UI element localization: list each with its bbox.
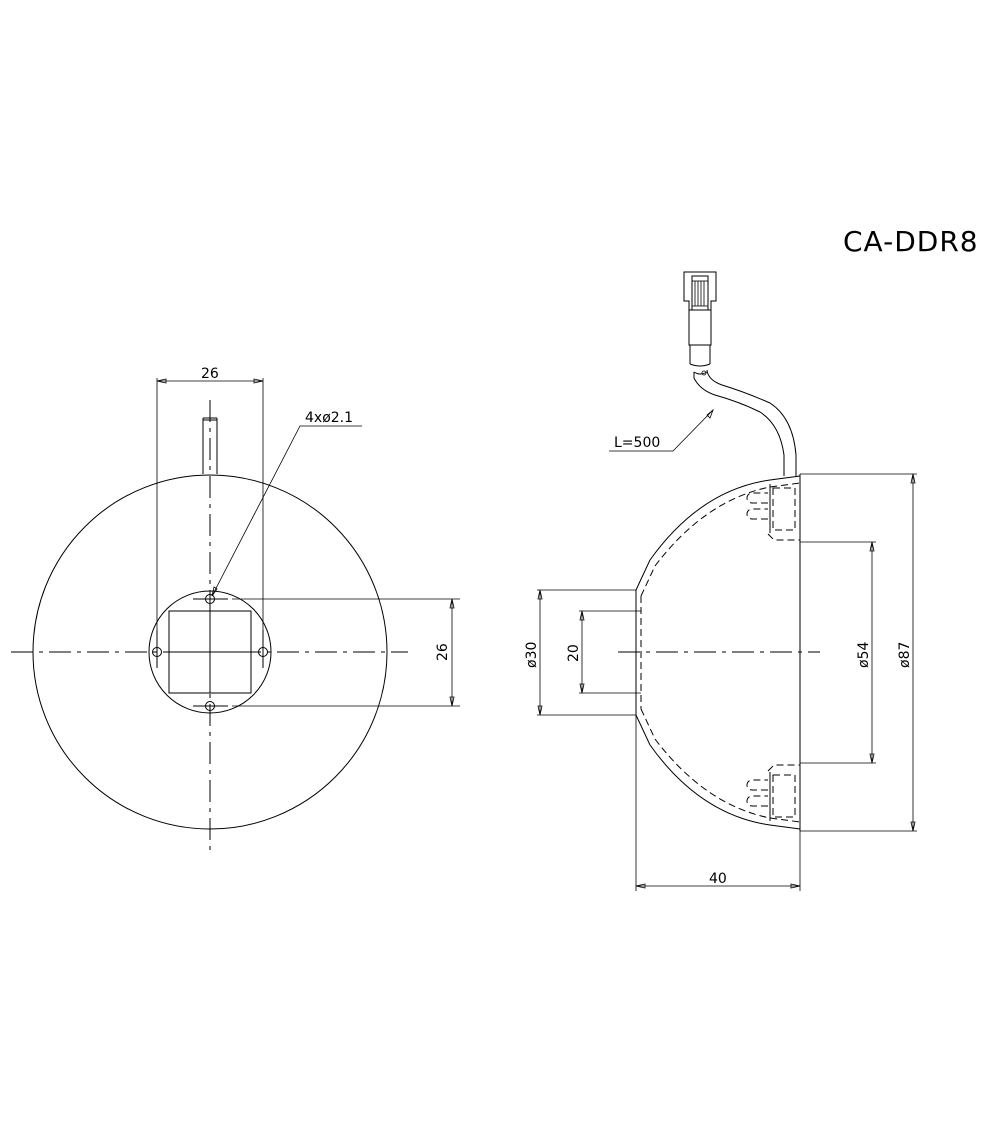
model-title: CA-DDR8 xyxy=(843,225,979,258)
led-module-bottom xyxy=(746,764,800,821)
front-view: 26 26 4xø2.1 xyxy=(11,366,460,852)
svg-text:40: 40 xyxy=(709,871,727,887)
dimension-top-26: 26 xyxy=(156,366,264,652)
svg-text:ø87: ø87 xyxy=(897,642,913,668)
svg-text:4xø2.1: 4xø2.1 xyxy=(305,410,353,426)
svg-text:L=500: L=500 xyxy=(614,435,660,451)
dimension-diameter-87: ø87 xyxy=(800,473,917,832)
connector-plug xyxy=(683,271,717,367)
dome-profile-top xyxy=(635,475,801,591)
dimension-diameter-54: ø54 xyxy=(800,541,876,764)
svg-text:ø30: ø30 xyxy=(524,642,540,668)
svg-text:26: 26 xyxy=(201,366,219,382)
cable xyxy=(693,369,797,476)
dimension-diameter-30: ø30 xyxy=(524,589,636,716)
cable-stub xyxy=(202,417,218,474)
svg-text:20: 20 xyxy=(566,644,582,662)
dimension-window-20: 20 xyxy=(566,610,641,694)
svg-text:26: 26 xyxy=(435,643,451,661)
hole-callout-leader: 4xø2.1 xyxy=(211,410,362,597)
svg-text:ø54: ø54 xyxy=(856,642,872,668)
dome-profile-bottom xyxy=(635,714,801,830)
led-module-top xyxy=(746,484,800,541)
side-view: L=500 ø30 20 ø54 xyxy=(524,271,917,891)
dimension-right-26: 26 xyxy=(232,598,460,707)
cable-length-leader: L=500 xyxy=(609,408,714,452)
dimension-depth-40: 40 xyxy=(635,715,801,891)
